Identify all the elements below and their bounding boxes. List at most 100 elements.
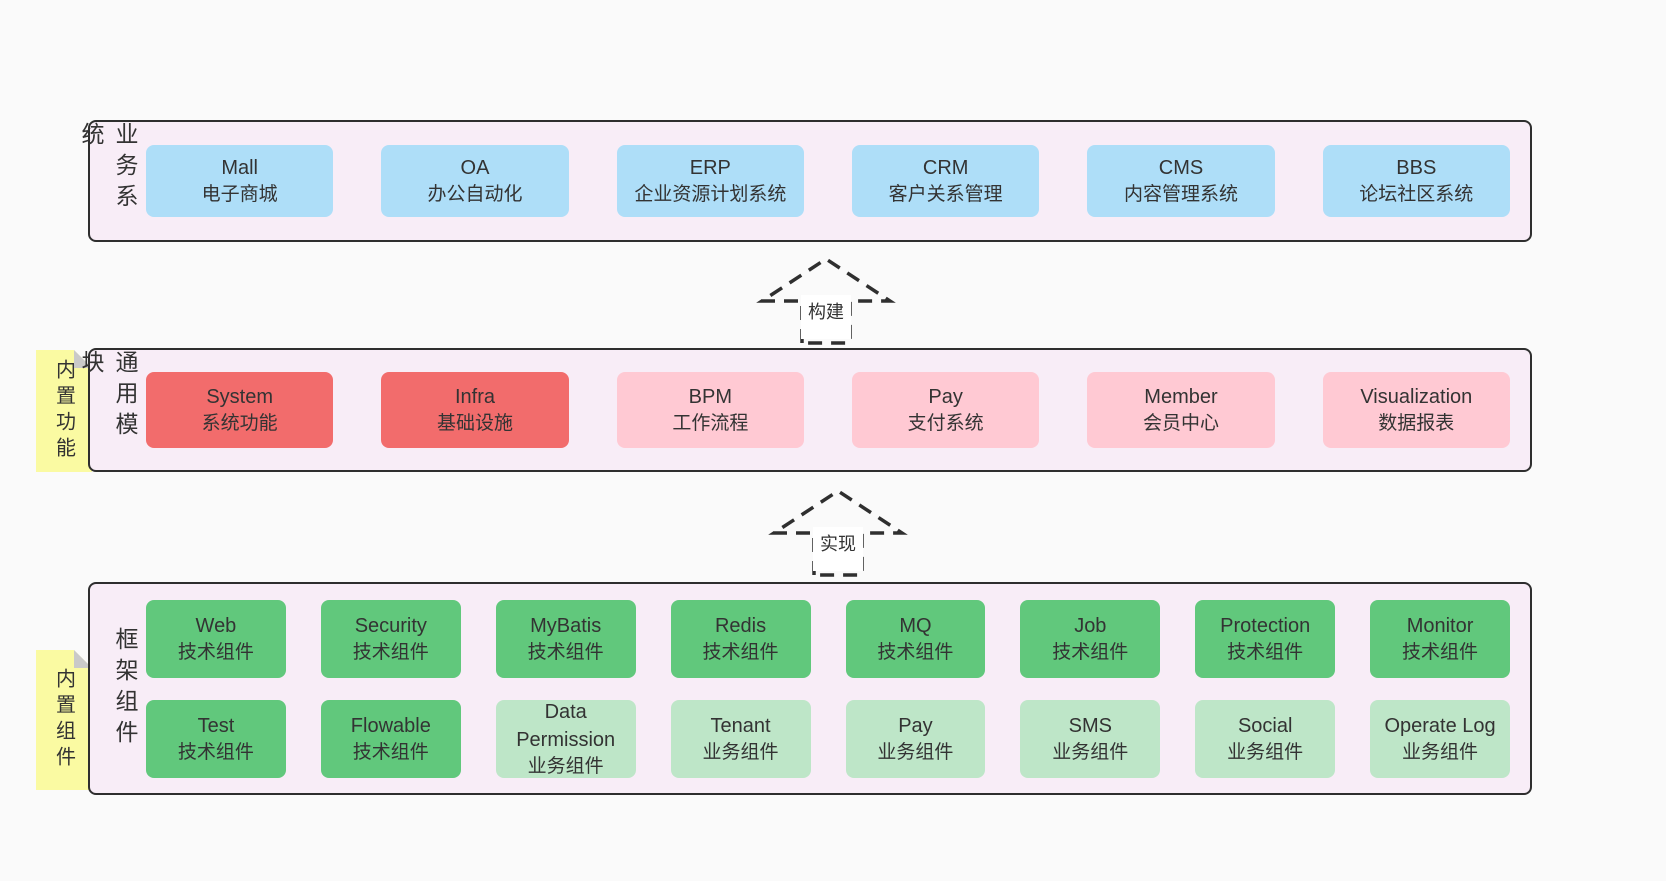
box-subtitle: 会员中心 — [1142, 413, 1219, 435]
band-label-framework: 框架组件 — [112, 626, 138, 751]
box-subtitle: 技术组件 — [1052, 641, 1129, 663]
framework-boxes: Web 技术组件 Security 技术组件 MyBatis 技术组件 Redi… — [142, 599, 1530, 778]
box-title: Pay — [928, 386, 963, 409]
box-subtitle: 支付系统 — [907, 413, 984, 435]
box-title: Mall — [221, 157, 258, 180]
box-cms: CMS 内容管理系统 — [1087, 145, 1275, 217]
sticky-note-builtin-features: 内置功能 — [36, 350, 92, 472]
band-label-modules: 通用模块 — [78, 350, 138, 443]
box-data-permission: Data Permission 业务组件 — [495, 699, 636, 778]
box-subtitle: 内容管理系统 — [1123, 184, 1238, 206]
module-boxes: System 系统功能 Infra 基础设施 BPM 工作流程 Pay 支付系统… — [142, 372, 1530, 448]
box-subtitle: 技术组件 — [1227, 641, 1304, 663]
box-infra: Infra 基础设施 — [381, 372, 569, 448]
box-title: Security — [354, 614, 427, 637]
box-visualization: Visualization 数据报表 — [1322, 372, 1510, 448]
box-subtitle: 技术组件 — [177, 741, 254, 763]
box-title: Data Permission — [516, 700, 616, 751]
box-subtitle: 业务组件 — [1052, 741, 1129, 763]
box-subtitle: 基础设施 — [436, 413, 513, 435]
arrow-label-implement: 实现 — [813, 527, 863, 571]
box-social: Social 业务组件 — [1195, 699, 1336, 778]
band-label-business: 业务系统 — [78, 122, 138, 215]
box-title: Test — [197, 714, 235, 737]
sticky-note-builtin-components: 内置组件 — [36, 650, 92, 790]
box-subtitle: 技术组件 — [352, 741, 429, 763]
box-flowable: Flowable 技术组件 — [320, 699, 461, 778]
box-title: Monitor — [1406, 614, 1474, 637]
framework-components-band: 框架组件 Web 技术组件 Security 技术组件 MyBatis 技术组件… — [88, 582, 1532, 795]
box-oa: OA 办公自动化 — [381, 145, 569, 217]
box-title: Job — [1074, 614, 1107, 637]
business-boxes: Mall 电子商城 OA 办公自动化 ERP 企业资源计划系统 CRM 客户关系… — [142, 145, 1530, 217]
box-monitor: Monitor 技术组件 — [1370, 599, 1510, 678]
box-subtitle: 企业资源计划系统 — [634, 184, 787, 206]
box-title: BBS — [1396, 157, 1437, 180]
framework-row-2: Test 技术组件 Flowable 技术组件 Data Permission … — [146, 699, 1510, 778]
box-title: OA — [460, 157, 490, 180]
box-test: Test 技术组件 — [146, 699, 286, 778]
box-security: Security 技术组件 — [320, 599, 461, 678]
box-title: Social — [1237, 714, 1293, 737]
box-subtitle: 技术组件 — [1402, 641, 1479, 663]
box-title: CMS — [1158, 157, 1204, 180]
box-subtitle: 技术组件 — [702, 641, 779, 663]
box-subtitle: 技术组件 — [527, 641, 604, 663]
box-erp: ERP 企业资源计划系统 — [616, 145, 804, 217]
box-subtitle: 办公自动化 — [427, 184, 523, 206]
box-title: SMS — [1068, 714, 1112, 737]
box-title: Member — [1144, 386, 1218, 409]
box-title: ERP — [689, 157, 731, 180]
box-title: Redis — [714, 614, 767, 637]
framework-row-1: Web 技术组件 Security 技术组件 MyBatis 技术组件 Redi… — [146, 599, 1510, 678]
box-crm: CRM 客户关系管理 — [851, 145, 1040, 217]
note-fold-corner — [74, 650, 92, 668]
box-web: Web 技术组件 — [146, 599, 286, 678]
box-redis: Redis 技术组件 — [670, 599, 811, 678]
box-member: Member 会员中心 — [1087, 372, 1275, 448]
note-fold-corner — [74, 350, 92, 368]
business-systems-band: 业务系统 Mall 电子商城 OA 办公自动化 ERP 企业资源计划系统 CRM… — [78, 120, 1532, 242]
box-title: Protection — [1220, 614, 1311, 637]
box-protection: Protection 技术组件 — [1195, 599, 1336, 678]
box-title: Web — [195, 614, 237, 637]
box-subtitle: 电子商城 — [201, 184, 278, 206]
box-tenant: Tenant 业务组件 — [670, 699, 811, 778]
box-title: System — [206, 386, 273, 409]
box-subtitle: 技术组件 — [177, 641, 254, 663]
box-sms: SMS 业务组件 — [1020, 699, 1161, 778]
box-subtitle: 业务组件 — [527, 755, 604, 777]
box-title: CRM — [922, 157, 969, 180]
box-title: Visualization — [1360, 386, 1473, 409]
common-modules-band: 通用模块 System 系统功能 Infra 基础设施 BPM 工作流程 Pay… — [78, 348, 1532, 472]
box-subtitle: 数据报表 — [1378, 413, 1455, 435]
box-subtitle: 技术组件 — [877, 641, 954, 663]
box-mybatis: MyBatis 技术组件 — [495, 599, 636, 678]
note-label: 内置功能 — [52, 359, 75, 463]
box-title: BPM — [688, 386, 732, 409]
box-subtitle: 工作流程 — [672, 413, 749, 435]
box-title: MQ — [899, 614, 932, 637]
implement-arrow: 实现 — [768, 485, 908, 577]
box-mall: Mall 电子商城 — [146, 145, 334, 217]
box-bbs: BBS 论坛社区系统 — [1322, 145, 1510, 217]
box-pay-component: Pay 业务组件 — [845, 699, 986, 778]
box-title: Operate Log — [1384, 714, 1496, 737]
box-subtitle: 技术组件 — [352, 641, 429, 663]
box-subtitle: 业务组件 — [702, 741, 779, 763]
box-title: MyBatis — [530, 614, 602, 637]
box-title: Flowable — [350, 714, 431, 737]
box-title: Tenant — [710, 714, 771, 737]
box-subtitle: 业务组件 — [1227, 741, 1304, 763]
box-subtitle: 客户关系管理 — [888, 184, 1003, 206]
box-title: Pay — [898, 714, 933, 737]
box-bpm: BPM 工作流程 — [616, 372, 804, 448]
note-label: 内置组件 — [52, 668, 75, 772]
build-arrow: 构建 — [756, 253, 896, 345]
box-subtitle: 业务组件 — [1402, 741, 1479, 763]
box-subtitle: 业务组件 — [877, 741, 954, 763]
box-job: Job 技术组件 — [1020, 599, 1161, 678]
box-subtitle: 论坛社区系统 — [1359, 184, 1474, 206]
box-mq: MQ 技术组件 — [845, 599, 986, 678]
